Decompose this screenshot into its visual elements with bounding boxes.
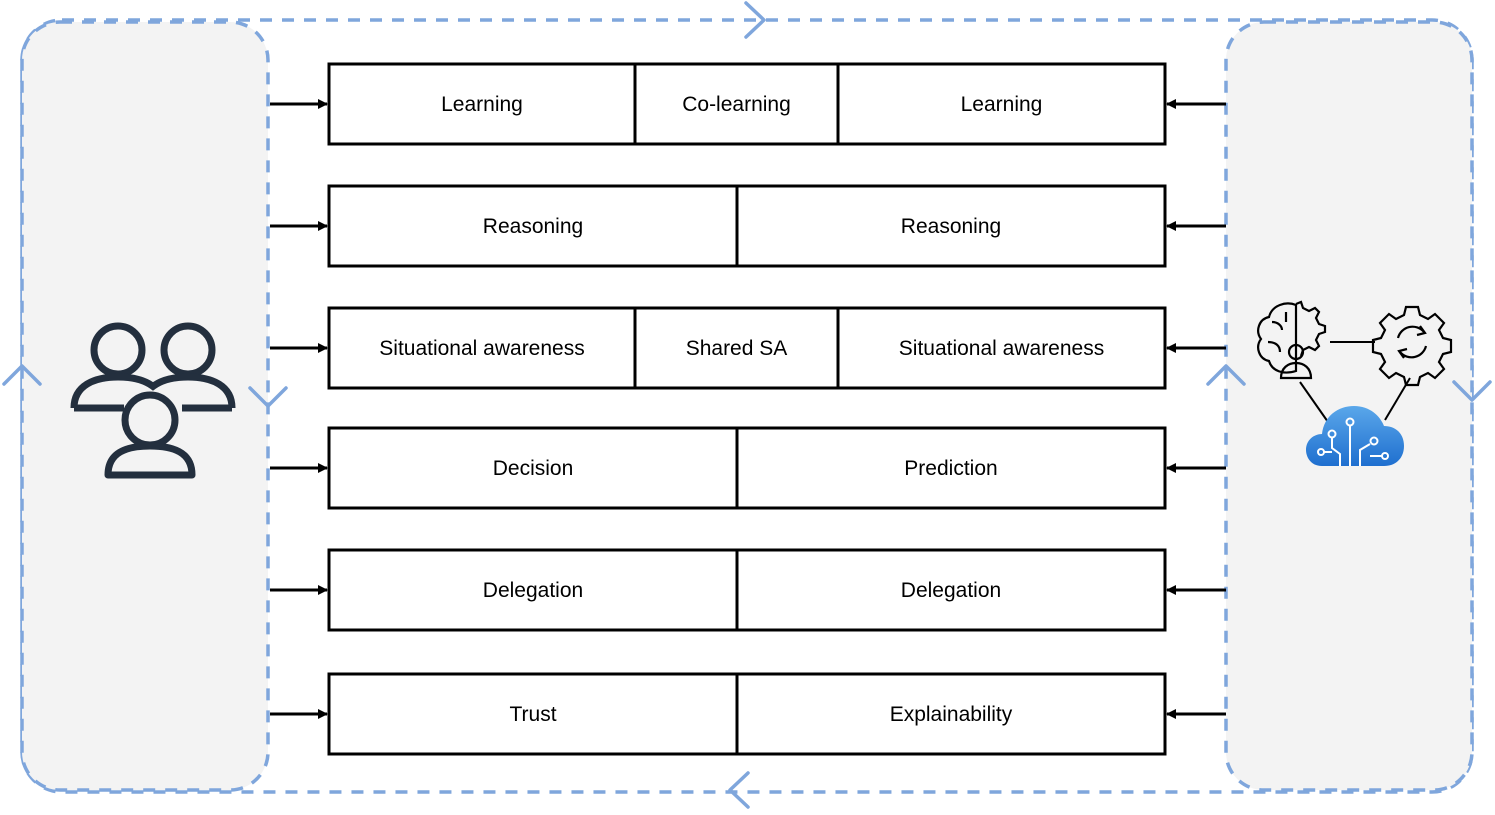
ai-icon-cluster [1257, 300, 1453, 466]
row-cell-box [327, 548, 739, 632]
row-cell-box [327, 184, 739, 268]
chevron-left-icon [728, 771, 750, 809]
capability-row: Situational awareness Shared SA Situationa… [270, 306, 1226, 390]
capability-row: Reasoning Reasoning [270, 184, 1226, 268]
row-cell-box [836, 62, 1167, 146]
row-cell-box [735, 184, 1167, 268]
ai-panel [1224, 20, 1474, 792]
capability-row: Trust Explainability [270, 672, 1226, 756]
row-cell-label: Trust [509, 703, 556, 726]
chevron-down-icon [248, 386, 288, 408]
row-cell-label: Learning [961, 93, 1043, 116]
chevron-down-icon [1452, 380, 1492, 402]
row-cell-box [327, 306, 637, 390]
row-cell-label: Co-learning [682, 93, 791, 116]
row-cell-box [735, 426, 1167, 510]
row-cell-label: Prediction [904, 457, 997, 480]
row-cell-box [633, 306, 840, 390]
sync-gear-icon [1371, 305, 1453, 387]
row-cell-box [735, 548, 1167, 632]
users-group-icon [70, 322, 236, 479]
row-cell-box [327, 672, 739, 756]
ai-brain-gear-user-icon [1257, 300, 1327, 380]
row-cell-label: Delegation [483, 579, 583, 602]
row-cell-box [633, 62, 840, 146]
cloud-circuit-icon [1306, 406, 1404, 466]
row-cell-label: Situational awareness [899, 337, 1104, 360]
capability-row: Decision Prediction [270, 426, 1226, 510]
row-cell-box [836, 306, 1167, 390]
row-cell-label: Situational awareness [379, 337, 584, 360]
row-cell-label: Reasoning [901, 215, 1001, 238]
row-cell-label: Reasoning [483, 215, 583, 238]
row-cell-label: Learning [441, 93, 523, 116]
chevron-right-icon [744, 1, 766, 39]
row-cell-box [735, 672, 1167, 756]
row-cell-label: Decision [493, 457, 574, 480]
capability-row: Delegation Delegation [270, 548, 1226, 632]
capability-row: Learning Co-learning Learning [270, 62, 1226, 146]
row-cell-label: Delegation [901, 579, 1001, 602]
row-cell-label: Explainability [890, 703, 1013, 726]
chevron-up-icon [1206, 364, 1246, 386]
row-cell-box [327, 62, 637, 146]
row-cell-label: Shared SA [686, 337, 788, 360]
chevron-up-icon [2, 364, 42, 386]
